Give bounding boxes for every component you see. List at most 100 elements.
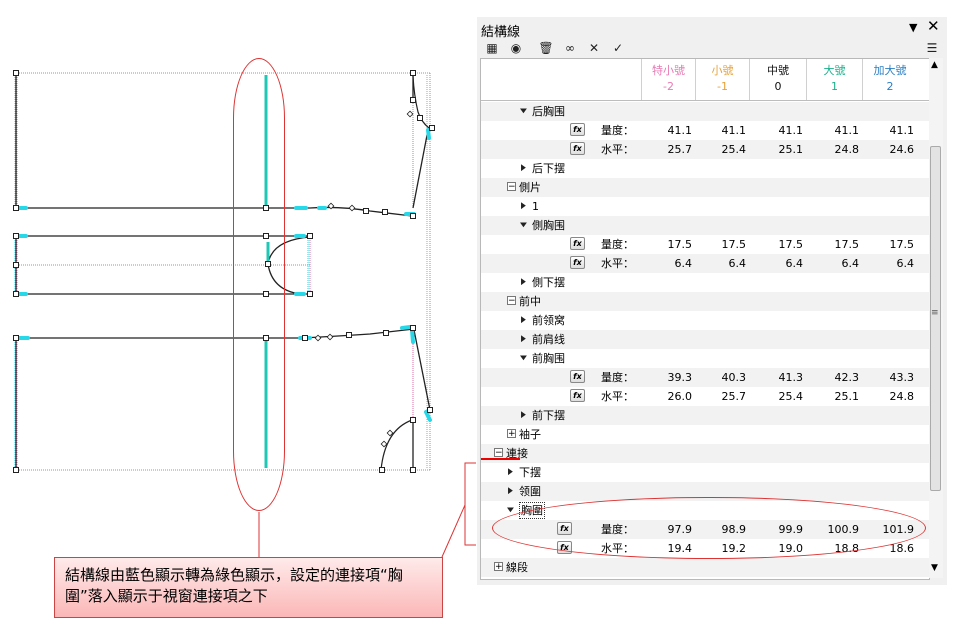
collapsed-triangle-icon[interactable]: ▶ bbox=[521, 201, 526, 211]
tree-row[interactable]: ▶后下摆 bbox=[481, 159, 929, 178]
measure-value[interactable]: 25.4 bbox=[721, 143, 747, 156]
formula-icon[interactable]: fx bbox=[570, 256, 585, 269]
measure-value[interactable]: 24.8 bbox=[889, 390, 915, 403]
close-icon[interactable]: ✕ bbox=[927, 17, 940, 35]
scrollbar-thumb[interactable] bbox=[930, 146, 941, 491]
collapse-icon[interactable]: − bbox=[507, 182, 516, 192]
formula-icon[interactable]: fx bbox=[570, 142, 585, 155]
measure-value[interactable]: 41.1 bbox=[721, 124, 747, 137]
measure-value[interactable]: 17.5 bbox=[721, 238, 747, 251]
tree-row[interactable]: −前中 bbox=[481, 292, 929, 311]
collapsed-triangle-icon[interactable]: ▶ bbox=[508, 467, 513, 477]
formula-icon[interactable]: fx bbox=[570, 389, 585, 402]
grid-icon[interactable]: ▦ bbox=[486, 41, 498, 55]
measure-label: 水平： bbox=[601, 143, 634, 156]
tree-row[interactable]: ▶前肩线 bbox=[481, 330, 929, 349]
check-icon[interactable]: ✓ bbox=[612, 41, 624, 55]
measure-value[interactable]: 42.3 bbox=[834, 371, 860, 384]
collapse-icon[interactable]: − bbox=[494, 448, 503, 458]
expand-icon[interactable]: + bbox=[507, 429, 516, 439]
expanded-triangle-icon[interactable]: ▼ bbox=[520, 221, 527, 229]
expand-icon[interactable]: + bbox=[494, 562, 503, 572]
measure-value[interactable]: 24.8 bbox=[834, 143, 860, 156]
control-point bbox=[410, 417, 416, 423]
measure-value[interactable]: 26.0 bbox=[667, 390, 693, 403]
measure-value[interactable]: 25.4 bbox=[778, 390, 804, 403]
measure-value[interactable]: 17.5 bbox=[667, 238, 693, 251]
measure-value[interactable]: 41.1 bbox=[834, 124, 860, 137]
collapse-icon[interactable]: − bbox=[507, 296, 516, 306]
measure-value[interactable]: 17.5 bbox=[778, 238, 804, 251]
pin-icon[interactable]: ▼ bbox=[909, 21, 918, 34]
formula-row[interactable]: fx 水平： 25.7 25.4 25.1 24.8 24.6 bbox=[481, 140, 929, 159]
delete-icon[interactable]: ✕ bbox=[588, 41, 600, 55]
cyan-handle bbox=[400, 325, 412, 330]
collapsed-triangle-icon[interactable]: ▶ bbox=[521, 277, 526, 287]
tree-row[interactable]: ▼側胸围 bbox=[481, 216, 929, 235]
collapsed-triangle-icon[interactable]: ▶ bbox=[521, 410, 526, 420]
tree-row[interactable]: ▶前领窝 bbox=[481, 311, 929, 330]
expanded-triangle-icon[interactable]: ▼ bbox=[520, 354, 527, 362]
control-point bbox=[410, 325, 416, 331]
scroll-up-icon[interactable]: ▲ bbox=[931, 60, 938, 70]
collapsed-triangle-icon[interactable]: ▶ bbox=[521, 334, 526, 344]
measure-value[interactable]: 25.7 bbox=[667, 143, 693, 156]
measure-value[interactable]: 39.3 bbox=[667, 371, 693, 384]
tree-row[interactable]: ▼前胸围 bbox=[481, 349, 929, 368]
tree-row[interactable]: ▶側下摆 bbox=[481, 273, 929, 292]
measure-value[interactable]: 41.1 bbox=[667, 124, 693, 137]
trash-icon[interactable]: 🗑 bbox=[538, 41, 554, 55]
column-header[interactable]: 小號-1 bbox=[695, 59, 749, 100]
tree-row[interactable]: ▼后胸围 bbox=[481, 102, 929, 121]
column-header[interactable]: 特小號-2 bbox=[641, 59, 695, 100]
tree-row[interactable]: ▶前下摆 bbox=[481, 406, 929, 425]
eye-icon[interactable]: ◉ bbox=[510, 41, 522, 55]
measure-label: 量度： bbox=[601, 124, 634, 137]
tree-row[interactable]: +線段 bbox=[481, 558, 929, 577]
tree-row[interactable]: ▶下摆 bbox=[481, 463, 929, 482]
measure-value[interactable]: 25.1 bbox=[834, 390, 860, 403]
tree-row[interactable]: −側片 bbox=[481, 178, 929, 197]
measure-value[interactable]: 43.3 bbox=[889, 371, 915, 384]
vertical-scrollbar[interactable]: ▲ ≡ ▼ bbox=[929, 58, 943, 578]
measure-value[interactable]: 41.3 bbox=[778, 371, 804, 384]
formula-icon[interactable]: fx bbox=[570, 370, 585, 383]
expanded-triangle-icon[interactable]: ▼ bbox=[507, 506, 514, 514]
measure-value[interactable]: 17.5 bbox=[889, 238, 915, 251]
collapsed-triangle-icon[interactable]: ▶ bbox=[508, 486, 513, 496]
tree-row[interactable]: ▶1 bbox=[481, 197, 929, 216]
measure-value[interactable]: 41.1 bbox=[889, 124, 915, 137]
measure-value[interactable]: 25.1 bbox=[778, 143, 804, 156]
measure-value[interactable]: 41.1 bbox=[778, 124, 804, 137]
formula-icon[interactable]: fx bbox=[570, 237, 585, 250]
expanded-triangle-icon[interactable]: ▼ bbox=[520, 107, 527, 115]
tree-row[interactable]: −連接 bbox=[481, 444, 929, 463]
formula-icon[interactable]: fx bbox=[570, 123, 585, 136]
measure-value[interactable]: 40.3 bbox=[721, 371, 747, 384]
measure-value[interactable]: 24.6 bbox=[889, 143, 915, 156]
collapsed-triangle-icon[interactable]: ▶ bbox=[521, 315, 526, 325]
tree-row[interactable]: ▶领圍 bbox=[481, 482, 929, 501]
measure-value[interactable]: 18.6 bbox=[889, 542, 915, 555]
measure-value[interactable]: 6.4 bbox=[785, 257, 804, 270]
measure-value[interactable]: 6.4 bbox=[841, 257, 860, 270]
pattern-canvas[interactable] bbox=[0, 0, 475, 623]
measure-value[interactable]: 6.4 bbox=[896, 257, 915, 270]
measure-value[interactable]: 6.4 bbox=[674, 257, 693, 270]
collapsed-triangle-icon[interactable]: ▶ bbox=[521, 163, 526, 173]
panel-menu-icon[interactable]: ☰ bbox=[926, 41, 938, 55]
link-icon[interactable]: ∞ bbox=[565, 41, 575, 55]
measure-value[interactable]: 25.7 bbox=[721, 390, 747, 403]
scroll-down-icon[interactable]: ▼ bbox=[931, 563, 938, 573]
measure-value[interactable]: 17.5 bbox=[834, 238, 860, 251]
tree-row[interactable]: +袖子 bbox=[481, 425, 929, 444]
formula-row[interactable]: fx 量度： 41.1 41.1 41.1 41.1 41.1 bbox=[481, 121, 929, 140]
measure-value[interactable]: 6.4 bbox=[728, 257, 747, 270]
